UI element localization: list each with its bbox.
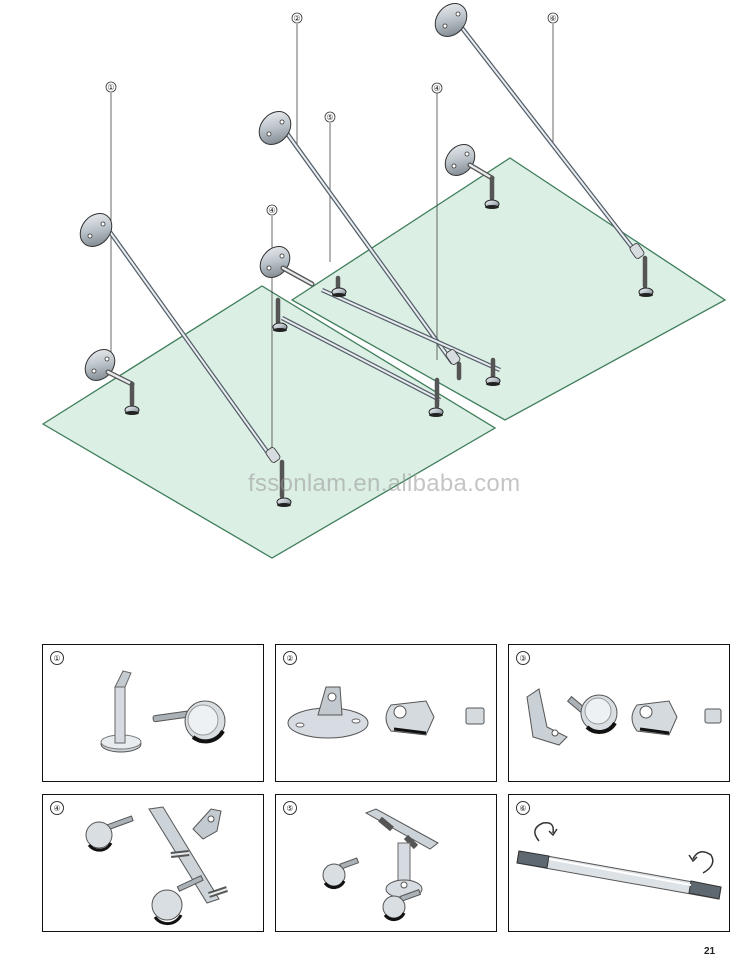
standoff-post-icon <box>100 670 142 753</box>
canopy-assembly-diagram: ① ② ⑤ ④ ④ ⑥ <box>41 3 727 559</box>
callout-4-right: ④ <box>433 84 440 93</box>
panel-6: ⑥ <box>508 794 730 932</box>
rotate-arrow-icon-right <box>688 851 714 874</box>
panel-5: ⑤ <box>275 794 497 932</box>
panel-number: ③ <box>516 651 530 665</box>
glass-clamp-icon <box>152 700 226 744</box>
glass-clamp-icon <box>322 857 360 890</box>
callout-1: ① <box>107 83 114 92</box>
angle-bracket-icon <box>526 688 568 746</box>
page-number: 21 <box>704 946 716 957</box>
threaded-rod-icon <box>516 850 722 900</box>
panel-number: ⑥ <box>516 801 530 815</box>
connecting-bar <box>280 287 501 402</box>
glass-clamp-icon <box>566 694 618 734</box>
panel-number: ② <box>283 651 297 665</box>
callout-2: ② <box>293 14 300 23</box>
glass-clamp-icon-lower <box>382 889 422 922</box>
callout-4-left: ④ <box>268 206 275 215</box>
leader-lines <box>110 24 554 448</box>
watermark: fssonlam.en.alibaba.com <box>248 470 521 497</box>
panel-3: ③ <box>508 644 730 782</box>
glass-clamp-icon <box>85 815 134 852</box>
rod-clevis-icon <box>631 700 722 736</box>
glass-panel-left <box>41 285 497 559</box>
glass-clamp-icon-lower <box>151 875 204 926</box>
rod-clevis-icon <box>385 700 485 736</box>
callout-markers <box>105 12 559 216</box>
panel-1: ① <box>42 644 264 782</box>
panel-number: ⑤ <box>283 801 297 815</box>
wall-standoff-icon <box>364 808 439 899</box>
oval-wall-plate-icon <box>287 686 369 739</box>
panel-4: ④ <box>42 794 264 932</box>
panel-2: ② <box>275 644 497 782</box>
panel-number: ④ <box>50 801 64 815</box>
rotate-arrow-icon <box>534 821 558 842</box>
panel-number: ① <box>50 651 64 665</box>
callout-6: ⑥ <box>549 14 556 23</box>
cross-bar-fitting-icon <box>148 806 228 904</box>
callout-5: ⑤ <box>326 113 333 122</box>
